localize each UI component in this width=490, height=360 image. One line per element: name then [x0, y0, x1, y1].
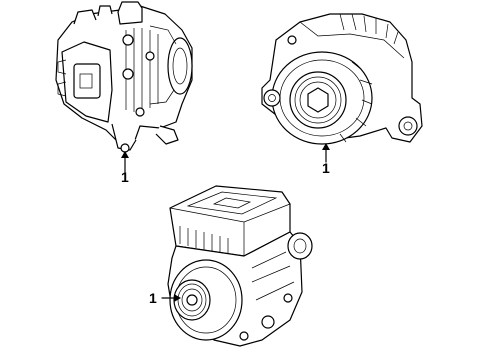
starter-generator-bottom — [167, 185, 313, 347]
callout-label: 1 — [322, 160, 330, 176]
leader-arrow — [174, 294, 181, 302]
leader-arrow — [121, 151, 129, 158]
callout-label: 1 — [149, 290, 157, 306]
callout-label: 1 — [121, 169, 129, 185]
alternator-top-right — [261, 13, 423, 145]
alternator-top-left — [55, 1, 193, 153]
leader-arrow — [322, 143, 330, 150]
